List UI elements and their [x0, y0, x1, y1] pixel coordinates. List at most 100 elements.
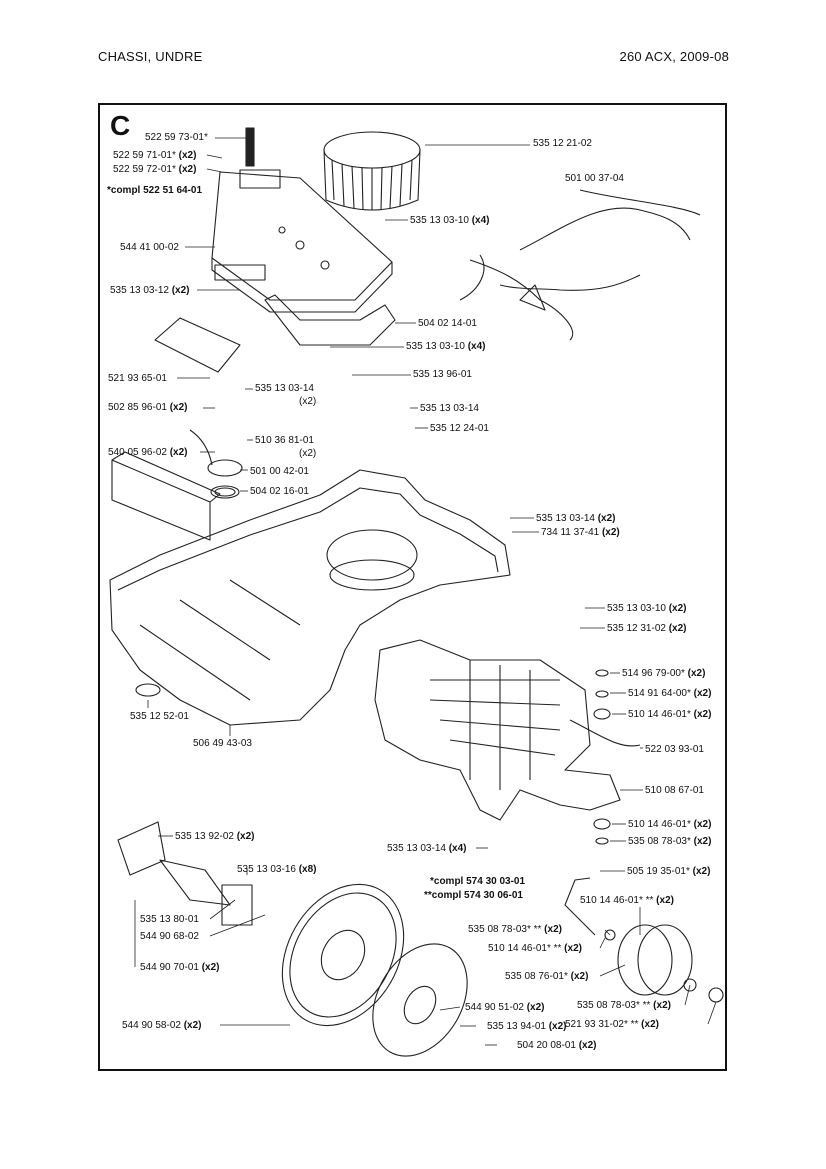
section-letter: C [110, 110, 131, 141]
part-number: 535 12 52-01 [130, 711, 189, 722]
part-number: 504 02 14-01 [418, 318, 477, 329]
part-number: 535 13 94-01 [487, 1021, 546, 1032]
leader-line [684, 984, 691, 1006]
part-label: 501 00 37-04 [565, 173, 624, 185]
part-number: (x2) [299, 448, 317, 459]
part-quantity: (x2) [198, 962, 220, 973]
leader-line [206, 168, 223, 173]
part-label: 514 91 64-00* (x2) [628, 688, 711, 700]
part-label: 535 13 03-10 (x4) [406, 341, 486, 353]
part-number: 544 41 00-02 [120, 242, 179, 253]
leader-line [599, 937, 606, 949]
leader-line [604, 929, 611, 936]
document-title: CHASSI, UNDRE [98, 49, 203, 64]
part-label: 535 13 03-14 (x4) [387, 843, 467, 855]
part-quantity: (x4) [464, 341, 486, 352]
leader-line [209, 914, 266, 937]
part-number: 521 93 65-01 [108, 373, 167, 384]
part-label: 510 36 81-01 [255, 435, 314, 447]
part-number: 505 19 35-01* [627, 866, 690, 877]
part-number: 535 13 03-14 [387, 843, 446, 854]
part-label: 535 13 03-14 (x2) [536, 513, 616, 525]
part-label: 544 90 68-02 [140, 931, 199, 943]
part-number: 535 13 03-10 [406, 341, 465, 352]
part-label: 535 13 94-01 (x2) [487, 1021, 567, 1033]
part-quantity: (x2) [638, 1019, 659, 1030]
speaker-drawing [189, 429, 243, 499]
part-number: **compl 574 30 06-01 [424, 890, 523, 901]
part-label: 540 05 96-02 (x2) [108, 447, 188, 459]
part-label: 510 14 46-01* (x2) [628, 819, 711, 831]
part-number: 535 08 78-03* ** [577, 1000, 651, 1011]
part-label: 505 19 35-01* (x2) [627, 866, 710, 878]
part-number: 501 00 42-01 [250, 466, 309, 477]
cable-harness-drawing [459, 189, 701, 341]
part-label: 535 13 03-14 [420, 403, 479, 415]
part-number: 510 14 46-01* [628, 819, 691, 830]
part-label: 510 08 67-01 [645, 785, 704, 797]
diagram-frame [98, 103, 727, 1071]
part-label: 535 13 96-01 [413, 369, 472, 381]
part-label: 535 12 21-02 [533, 138, 592, 150]
part-label: *compl 574 30 03-01 [430, 876, 525, 888]
part-label: 535 08 78-03* (x2) [628, 836, 711, 848]
part-label: 522 59 71-01* (x2) [113, 150, 196, 162]
part-label: 535 13 03-10 (x4) [410, 215, 490, 227]
hub-cap-drawing [372, 943, 468, 1057]
drum-cover-drawing [323, 131, 421, 211]
part-label: 544 90 70-01 (x2) [140, 962, 220, 974]
part-quantity: (x4) [445, 843, 467, 854]
part-number: 535 12 31-02 [607, 623, 666, 634]
part-number: 510 14 46-01* ** [580, 895, 654, 906]
part-label: 501 00 42-01 [250, 466, 309, 478]
part-quantity: (x2) [175, 150, 197, 161]
part-number: 535 08 78-03* [628, 836, 691, 847]
leader-line [439, 1006, 461, 1011]
model-and-date: 260 ACX, 2009-08 [619, 49, 729, 64]
part-number: 535 13 03-14 [420, 403, 479, 414]
part-label: 522 59 72-01* (x2) [113, 164, 196, 176]
part-number: 510 36 81-01 [255, 435, 314, 446]
part-number: 522 59 71-01* [113, 150, 176, 161]
motor-plate-drawing [117, 821, 166, 876]
part-number: 734 11 37-41 [541, 527, 600, 538]
part-quantity: (x2) [690, 709, 712, 720]
part-number: 535 12 21-02 [533, 138, 592, 149]
washers-drawing [135, 487, 611, 845]
part-number: 506 49 43-03 [193, 738, 252, 749]
part-quantity: (x2) [594, 513, 616, 524]
part-label: 521 93 65-01 [108, 373, 167, 385]
part-label: 521 93 31-02* ** (x2) [565, 1019, 659, 1031]
part-number: 544 90 58-02 [122, 1020, 181, 1031]
part-label: 535 13 03-12 (x2) [110, 285, 190, 297]
part-number: 540 05 96-02 [108, 447, 167, 458]
part-number: 535 13 80-01 [140, 914, 199, 925]
part-quantity: (x2) [545, 1021, 567, 1032]
part-number: 510 08 67-01 [645, 785, 704, 796]
part-label: 535 13 03-14 [255, 383, 314, 395]
part-number: 514 96 79-00* [622, 668, 685, 679]
part-label: 535 13 80-01 [140, 914, 199, 926]
part-number: 535 08 78-03* ** [468, 924, 542, 935]
part-quantity: (x2) [575, 1040, 597, 1051]
part-label: 510 14 46-01* (x2) [628, 709, 711, 721]
part-number: 504 20 08-01 [517, 1040, 576, 1051]
drive-wheel-drawing [281, 883, 405, 1027]
part-quantity: (x2) [684, 668, 706, 679]
part-label: 502 85 96-01 (x2) [108, 402, 188, 414]
part-number: *compl 522 51 64-01 [107, 185, 203, 196]
part-number: 535 13 03-10 [410, 215, 469, 226]
part-label: 504 20 08-01 (x2) [517, 1040, 597, 1052]
part-label: **compl 574 30 06-01 [424, 890, 523, 902]
part-label: 506 49 43-03 [193, 738, 252, 750]
part-number: 535 13 92-02 [175, 831, 234, 842]
part-quantity: (x2) [650, 1000, 671, 1011]
part-number: 522 03 93-01 [645, 744, 704, 755]
part-number: 501 00 37-04 [565, 173, 624, 184]
part-quantity: (x2) [690, 688, 712, 699]
part-quantity: (x2) [653, 895, 674, 906]
part-label: 544 90 51-02 (x2) [465, 1002, 545, 1014]
part-quantity: (x2) [233, 831, 255, 842]
part-label: 522 03 93-01 [645, 744, 704, 756]
